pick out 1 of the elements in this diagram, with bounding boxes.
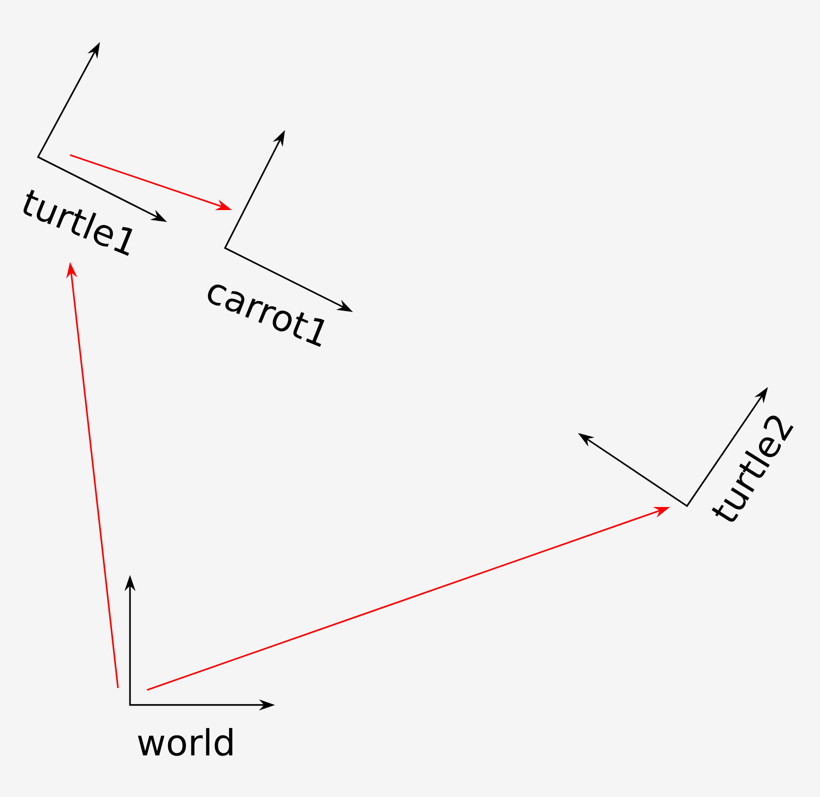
frame-label: world xyxy=(138,728,232,756)
